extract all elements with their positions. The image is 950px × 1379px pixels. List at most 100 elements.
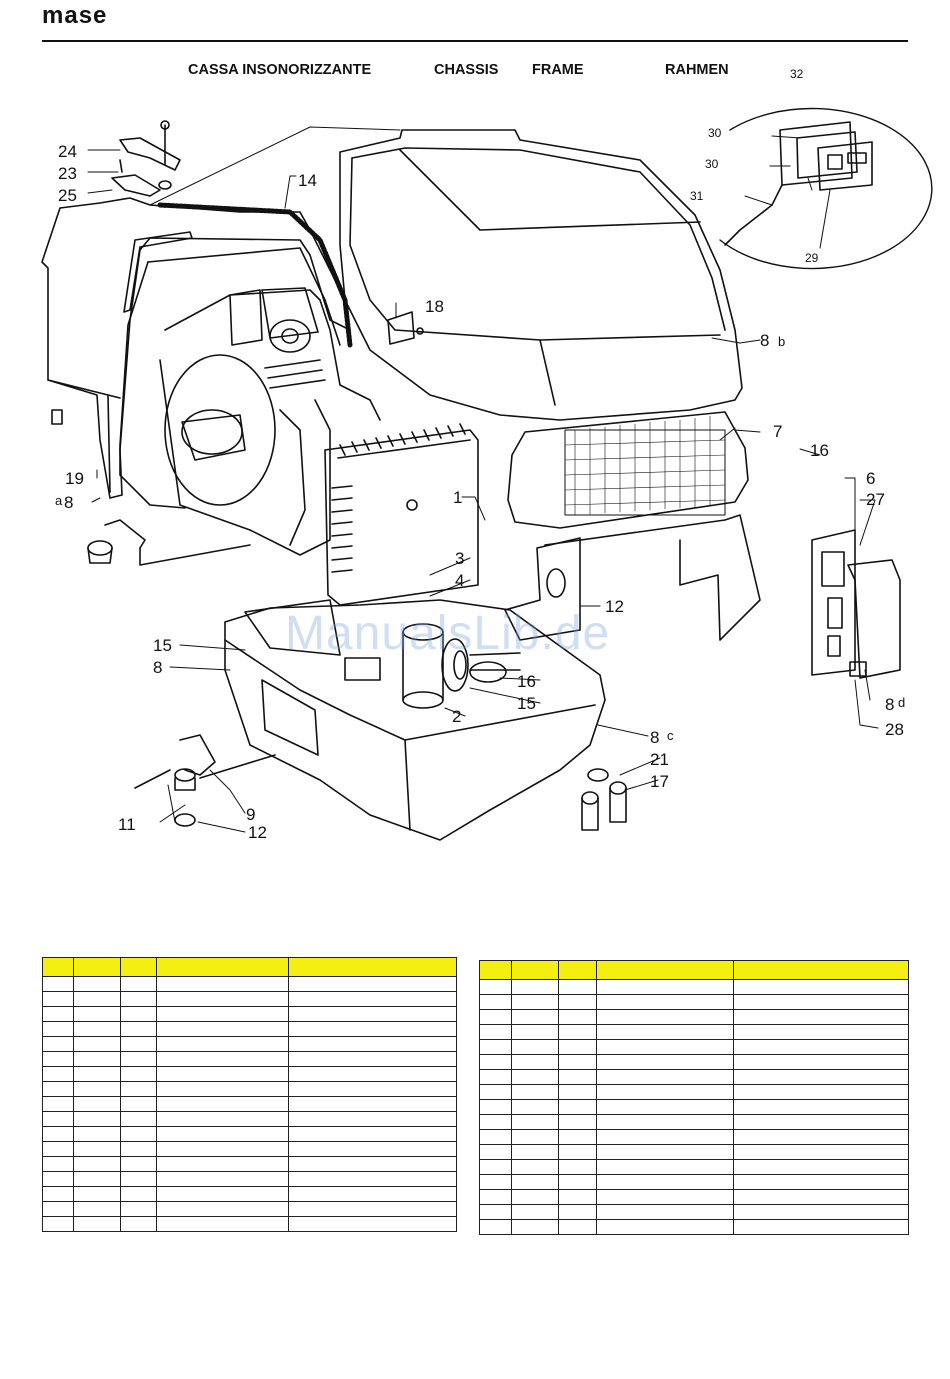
callout-12: 12 xyxy=(248,823,267,842)
table-header-row xyxy=(479,960,909,980)
suffix-a: a xyxy=(55,493,63,508)
header-rule xyxy=(42,40,908,42)
table-row xyxy=(479,1204,909,1220)
callout-16-center: 16 xyxy=(517,672,536,691)
title-italian: CASSA INSONORIZZANTE xyxy=(188,62,372,78)
table-row xyxy=(42,1036,457,1052)
callout-3: 3 xyxy=(455,549,464,568)
callout-17: 17 xyxy=(650,772,669,791)
callout-8b: 8 xyxy=(760,331,769,350)
air-grille xyxy=(507,411,749,529)
callout-8c: 8 xyxy=(650,728,659,747)
table-row xyxy=(42,1141,457,1157)
suffix-c: c xyxy=(667,728,674,743)
table-row xyxy=(479,1144,909,1160)
callout-27: 28 xyxy=(885,720,904,739)
title-german: RAHMEN xyxy=(665,62,729,78)
table-row xyxy=(479,1054,909,1070)
top-hood xyxy=(339,129,743,421)
bracket-hole xyxy=(546,568,566,598)
callout-19: 19 xyxy=(65,469,84,488)
callout-30: 30 xyxy=(705,157,719,171)
table-header-row xyxy=(42,957,457,977)
table-row xyxy=(42,1051,457,1067)
control-panel-detail xyxy=(719,107,933,270)
leader-lines xyxy=(87,126,879,833)
callout-16-right: 16 xyxy=(810,441,829,460)
watermark: ManualsLib.de xyxy=(285,607,611,660)
callout-18: 18 xyxy=(425,297,444,316)
callout-15: 15 xyxy=(517,694,536,713)
callout-21: 21 xyxy=(650,750,669,769)
callout-6: 6 xyxy=(866,469,875,488)
table-row xyxy=(479,1099,909,1115)
generator-body xyxy=(159,287,381,556)
table-row xyxy=(479,1129,909,1145)
callout-22: 23 xyxy=(58,164,77,183)
callout-8a: 8 xyxy=(64,493,73,512)
callout-29: 30 xyxy=(708,126,722,140)
table-row xyxy=(42,991,457,1007)
gasket-strip xyxy=(157,202,353,348)
table-row xyxy=(479,1024,909,1040)
deflector-panel xyxy=(544,514,761,641)
base-tray xyxy=(224,599,606,841)
suffix-b: b xyxy=(778,334,785,349)
table-row xyxy=(479,1114,909,1130)
left-enclosure-panel xyxy=(41,197,351,509)
control-box xyxy=(324,423,479,606)
table-row xyxy=(479,1039,909,1055)
table-row xyxy=(42,1126,457,1142)
exploded-parts-diagram: 24 23 25 14 18 8 b 7 16 6 27 1 3 4 12 15… xyxy=(41,67,933,842)
table-row xyxy=(42,976,457,992)
callout-7: 7 xyxy=(773,422,782,441)
table-row xyxy=(479,1159,909,1175)
callout-13: 15 xyxy=(153,636,172,655)
rubber-foot-rear xyxy=(87,519,251,566)
table-row xyxy=(479,979,909,995)
callout-25: 27 xyxy=(866,490,885,509)
callout-28: 29 xyxy=(805,251,819,265)
callout-9: 9 xyxy=(246,805,255,824)
callout-31: 31 xyxy=(690,189,704,203)
table-row xyxy=(42,1111,457,1127)
suffix-d: d xyxy=(898,695,905,710)
condenser xyxy=(402,623,444,709)
table-row xyxy=(42,1096,457,1112)
table-row xyxy=(42,1186,457,1202)
table-row xyxy=(479,994,909,1010)
callout-14: 14 xyxy=(298,171,317,190)
table-row xyxy=(479,1189,909,1205)
rubber-foot-front xyxy=(134,734,276,827)
callout-24: 25 xyxy=(58,186,77,205)
table-row xyxy=(42,1201,457,1217)
table-row xyxy=(479,1069,909,1085)
callout-11: 11 xyxy=(118,815,136,834)
table-row xyxy=(42,1216,457,1232)
bracket-assembly xyxy=(111,120,181,197)
brand-logo: mase xyxy=(42,2,108,29)
table-row xyxy=(479,1219,909,1235)
callout-2: 2 xyxy=(452,707,461,726)
callout-10: 12 xyxy=(605,597,624,616)
table-row xyxy=(42,1081,457,1097)
callout-23: 24 xyxy=(58,142,77,161)
parts-table-right xyxy=(479,960,909,1235)
table-row xyxy=(479,1009,909,1025)
callout-8-left: 8 xyxy=(153,658,162,677)
callout-8d: 8 xyxy=(885,695,894,714)
table-row xyxy=(479,1174,909,1190)
title-english: FRAME xyxy=(532,62,584,78)
table-row xyxy=(42,1066,457,1082)
table-row xyxy=(42,1156,457,1172)
mount-bracket xyxy=(504,537,581,641)
control-pcb xyxy=(811,529,901,679)
bushing xyxy=(441,638,469,692)
title-french: CHASSIS xyxy=(434,62,499,78)
table-row xyxy=(42,1006,457,1022)
callout-32: 32 xyxy=(790,67,804,81)
table-row xyxy=(42,1021,457,1037)
table-row xyxy=(42,1171,457,1187)
callout-4: 4 xyxy=(455,571,464,590)
callout-1: 1 xyxy=(453,488,462,507)
